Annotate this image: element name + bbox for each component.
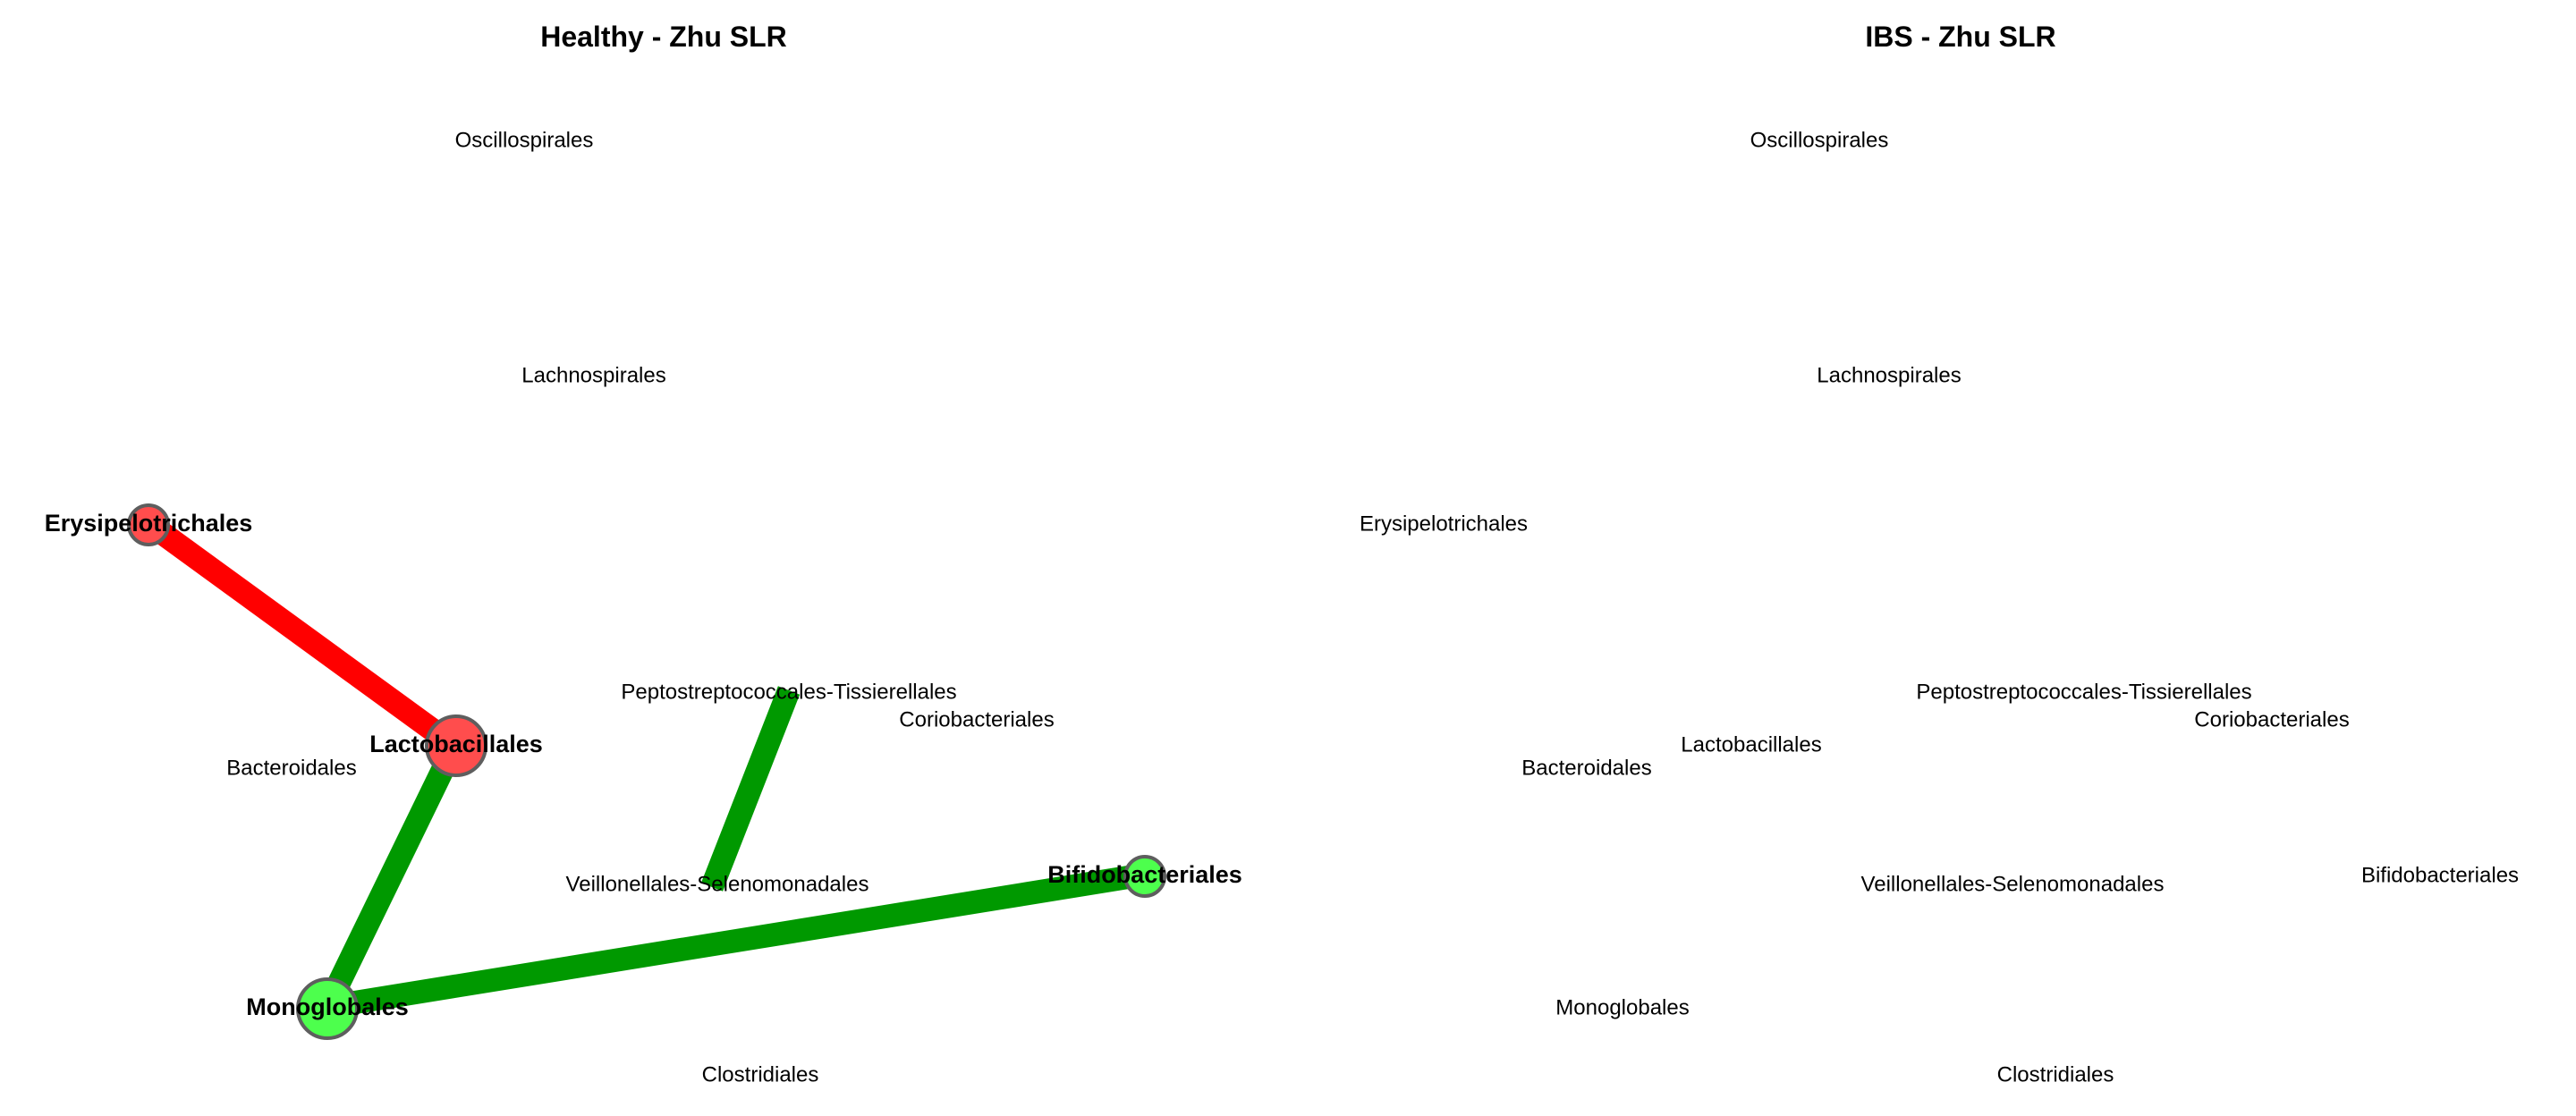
node-bifidobacteriales (1123, 855, 1166, 898)
node-label-monoglobales: Monoglobales (246, 993, 409, 1020)
node-label-pepto: Peptostreptococcales-Tissierellales (1916, 680, 2251, 704)
node-label-coriobacteriales: Coriobacteriales (899, 707, 1054, 731)
node-label-lactobacillales: Lactobacillales (1681, 732, 1821, 757)
panel-title-healthy: Healthy - Zhu SLR (540, 21, 787, 53)
node-label-coriobacteriales: Coriobacteriales (2194, 707, 2349, 731)
node-erysipelotrichales (127, 503, 170, 546)
node-label-lachnospirales: Lachnospirales (521, 363, 665, 387)
node-label-lactobacillales: Lactobacillales (369, 731, 543, 757)
node-label-bacteroidales: Bacteroidales (1521, 756, 1651, 780)
panel-title-ibs: IBS - Zhu SLR (1865, 21, 2055, 53)
label-layer-healthy: OscillospiralesLachnospiralesErysipelotr… (45, 128, 1242, 1086)
edge-monoglobales-bifidobacteriales (325, 863, 1148, 1019)
node-label-erysipelotrichales: Erysipelotrichales (45, 510, 253, 537)
edge-layer-healthy (141, 513, 1148, 1019)
label-layer-ibs: OscillospiralesLachnospiralesErysipelotr… (1360, 128, 2519, 1086)
node-layer-healthy (127, 503, 1166, 1040)
node-label-clostridiales: Clostridiales (702, 1062, 819, 1086)
node-label-oscillospirales: Oscillospirales (455, 128, 594, 152)
node-label-bacteroidales: Bacteroidales (226, 756, 356, 780)
node-label-bifidobacteriales: Bifidobacteriales (2361, 863, 2519, 887)
node-label-bifidobacteriales: Bifidobacteriales (1047, 861, 1242, 888)
node-label-monoglobales: Monoglobales (1555, 995, 1689, 1019)
node-label-lachnospirales: Lachnospirales (1817, 363, 1961, 387)
edge-erysipelotrichales-lactobacillales (141, 513, 462, 756)
node-label-pepto: Peptostreptococcales-Tissierellales (621, 680, 956, 704)
node-label-oscillospirales: Oscillospirales (1750, 128, 1889, 152)
edge-lactobacillales-monoglobales (317, 740, 465, 1012)
node-label-clostridiales: Clostridiales (1997, 1062, 2114, 1086)
panel-healthy: Healthy - Zhu SLR OscillospiralesLachnos… (45, 21, 1242, 1086)
panel-ibs: IBS - Zhu SLR OscillospiralesLachnospira… (1360, 21, 2519, 1086)
node-label-erysipelotrichales: Erysipelotrichales (1360, 512, 1528, 536)
node-monoglobales (296, 977, 359, 1040)
node-label-veillonellales: Veillonellales-Selenomonadales (566, 872, 869, 896)
node-label-veillonellales: Veillonellales-Selenomonadales (1861, 872, 2165, 896)
node-lactobacillales (425, 714, 487, 777)
edge-pepto-veillonellales (700, 686, 801, 892)
